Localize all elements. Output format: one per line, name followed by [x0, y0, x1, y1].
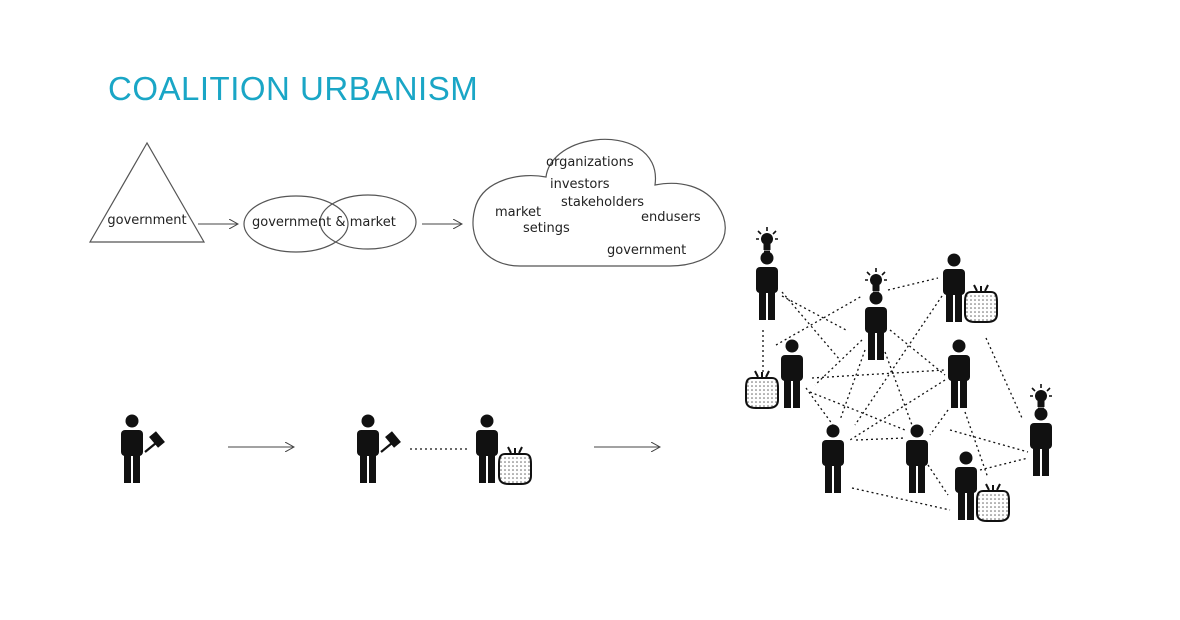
person-icon — [906, 424, 928, 493]
network-node-g — [822, 424, 844, 493]
network-node-b — [864, 267, 888, 360]
lightbulb-icon — [864, 267, 888, 295]
person-icon — [865, 291, 887, 360]
network-node-e — [948, 339, 970, 408]
cloud-word-stakeholders: stakeholders — [561, 195, 644, 210]
network-node-c — [943, 253, 998, 323]
person-icon — [822, 424, 844, 493]
cloud-word-market: market — [495, 205, 541, 220]
network-link — [855, 437, 906, 441]
network-link — [979, 457, 1029, 471]
person-icon — [121, 414, 143, 483]
stage-government-market: government & market — [243, 194, 417, 253]
gavel-icon — [379, 430, 402, 454]
stage1-label: government — [107, 213, 186, 228]
person-icon — [943, 253, 965, 322]
network-link — [854, 295, 943, 426]
cloud-word-organizations: organizations — [546, 155, 634, 170]
network-link — [839, 349, 866, 421]
network-link — [814, 339, 863, 386]
gavel-icon — [143, 430, 166, 454]
network-link — [811, 369, 946, 379]
network-node-f — [1029, 383, 1053, 476]
person-icon — [955, 451, 977, 520]
lightbulb-icon — [755, 226, 779, 254]
network-node-i — [955, 451, 1010, 522]
network-link — [949, 429, 1029, 453]
person-icon — [756, 251, 778, 320]
network-link — [889, 329, 946, 376]
actor-stage-1 — [121, 414, 166, 483]
stage-government: government — [88, 141, 206, 243]
actor-stage-2 — [357, 414, 532, 485]
stage-coalition-cloud: organizations investors stakeholders mar… — [472, 138, 726, 267]
network-node-d — [745, 339, 803, 409]
network-node-h — [906, 424, 928, 493]
network-node-a — [755, 226, 779, 320]
network-link — [887, 277, 939, 291]
network-link — [775, 295, 863, 346]
page-title: COALITION URBANISM — [108, 70, 479, 107]
network-link — [851, 487, 951, 511]
stakeholder-network — [745, 226, 1053, 522]
cloud-word-government: government — [607, 243, 686, 258]
money-bag-icon — [964, 284, 998, 323]
network-link — [964, 411, 989, 479]
money-bag-icon — [745, 370, 779, 409]
network-link — [884, 351, 913, 426]
circle-government — [243, 195, 349, 253]
person-icon — [357, 414, 379, 483]
person-icon — [476, 414, 498, 483]
person-icon — [948, 339, 970, 408]
network-link — [929, 409, 949, 436]
network-link — [781, 295, 847, 331]
circle-market — [319, 194, 417, 250]
money-bag-icon — [976, 483, 1010, 522]
lightbulb-icon — [1029, 383, 1053, 411]
person-icon — [1030, 407, 1052, 476]
network-link — [849, 379, 946, 441]
cloud-word-investors: investors — [550, 177, 610, 192]
person-icon — [781, 339, 803, 408]
cloud-shape — [472, 138, 726, 267]
network-link — [985, 337, 1023, 419]
stage2-left-label: government & market — [252, 215, 396, 230]
network-link — [809, 391, 906, 431]
triangle-shape — [88, 141, 206, 243]
network-link — [927, 464, 949, 496]
cloud-word-setings: setings — [523, 221, 570, 236]
cloud-word-endusers: endusers — [641, 210, 701, 225]
money-bag-icon — [498, 446, 532, 485]
